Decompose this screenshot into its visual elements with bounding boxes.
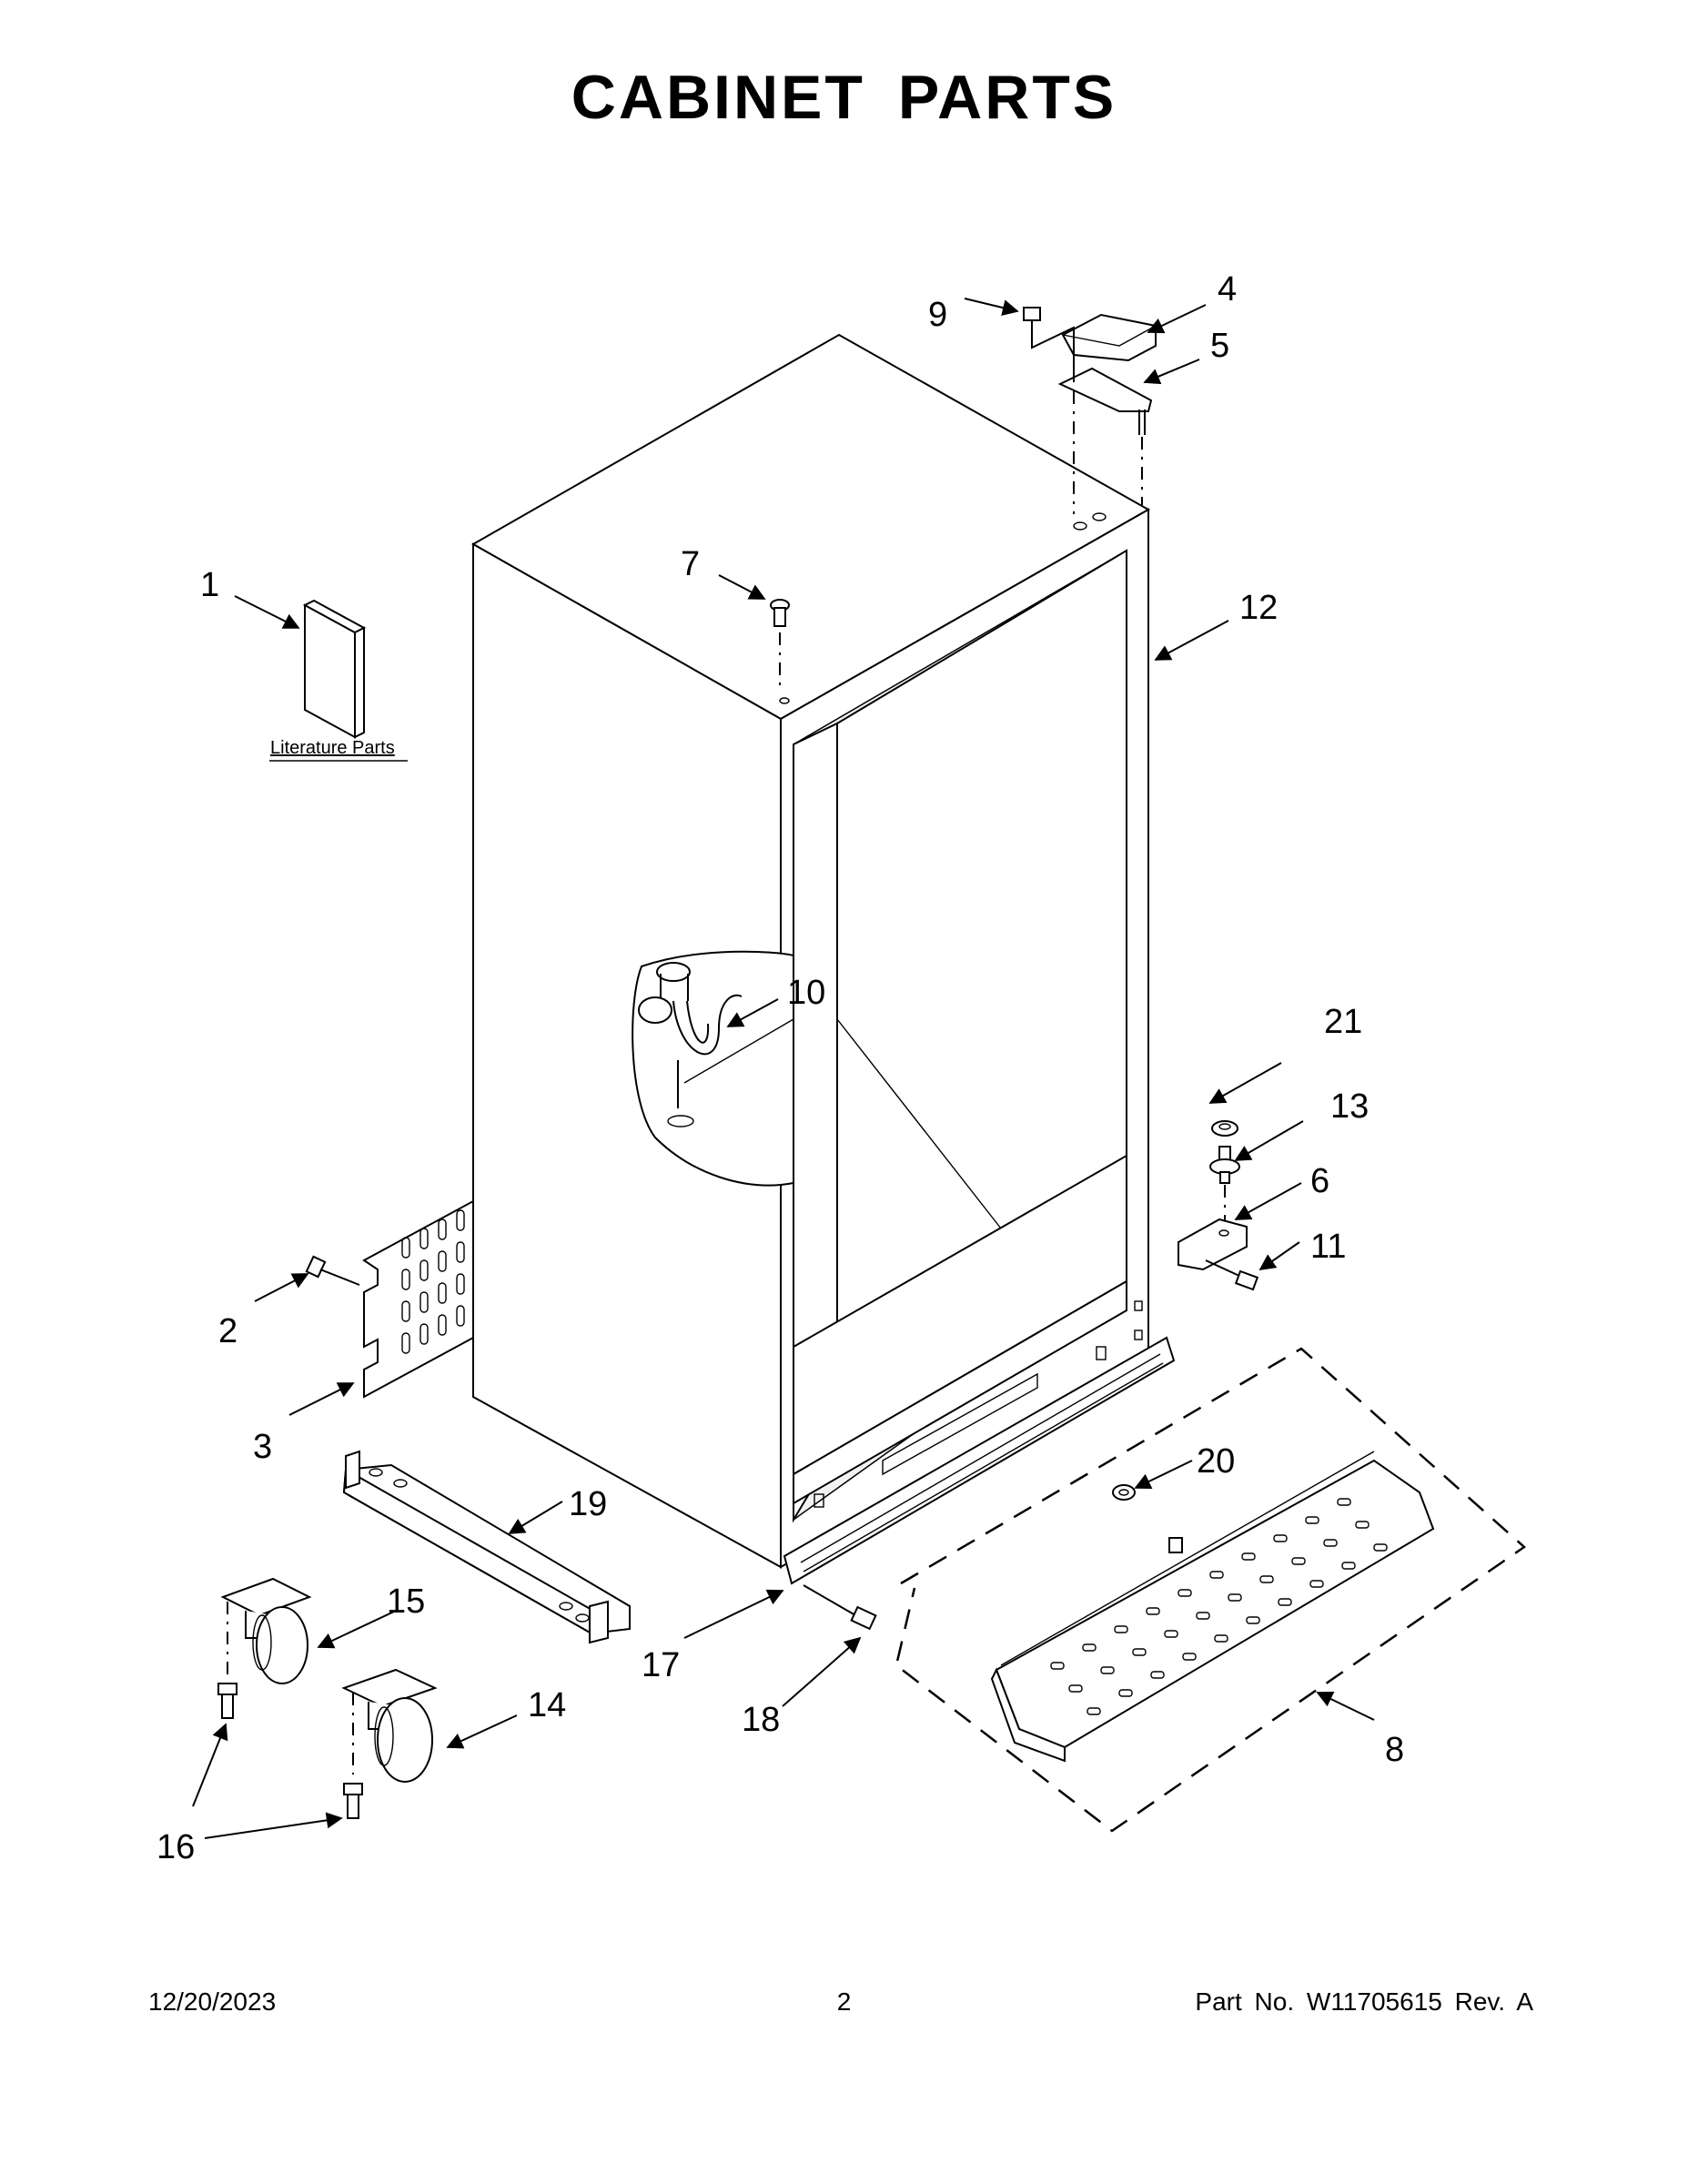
front-caster	[220, 1577, 312, 1684]
base-rail	[342, 1450, 631, 1644]
top-hinge-cover	[1061, 313, 1157, 362]
callout-13: 13	[1330, 1087, 1369, 1126]
rear-vent-grille	[362, 1199, 474, 1399]
rear-grille-screw	[305, 1255, 360, 1286]
hinge-bushing	[1211, 1120, 1238, 1137]
callout-3: 3	[253, 1428, 272, 1466]
callout-11: 11	[1310, 1228, 1346, 1266]
hinge-pin	[1209, 1146, 1240, 1224]
callout-1: 1	[200, 566, 219, 604]
callout-18: 18	[742, 1701, 780, 1739]
front-grille-screw	[803, 1584, 877, 1631]
cabinet-body	[470, 333, 1151, 1569]
bottom-hinge-bracket	[1178, 1218, 1248, 1271]
caster-screw-front	[217, 1683, 238, 1719]
toe-grille	[990, 1451, 1435, 1763]
callout-4: 4	[1218, 270, 1237, 308]
callout-9: 9	[928, 296, 947, 334]
plug-button	[770, 599, 790, 692]
callout-8: 8	[1385, 1731, 1404, 1769]
footer-part-number: Part No. W11705615 Rev. A	[1195, 1987, 1533, 2016]
callout-10: 10	[787, 974, 825, 1012]
callout-20: 20	[1197, 1442, 1235, 1481]
callout-12: 12	[1239, 589, 1278, 627]
callout-14: 14	[528, 1686, 566, 1724]
footer-date: 12/20/2023	[148, 1987, 277, 2016]
callout-16: 16	[157, 1828, 195, 1866]
callout-17: 17	[642, 1646, 680, 1684]
callout-2: 2	[218, 1312, 238, 1350]
callout-15: 15	[387, 1582, 425, 1621]
drain-tube	[638, 962, 743, 1108]
literature-parts-label: Literature Parts	[270, 738, 395, 758]
callout-5: 5	[1210, 327, 1229, 365]
bottom-hinge-screw	[1205, 1259, 1259, 1291]
caster-screw-rear	[343, 1783, 363, 1819]
rear-caster	[341, 1668, 438, 1783]
hinge-screw	[1023, 307, 1075, 382]
toe-grille-assembly-outline	[895, 1347, 1527, 1833]
page-title: CABINET PARTS	[571, 63, 1117, 132]
leader-arrows	[192, 298, 1375, 1839]
toe-grille-grommet	[1112, 1484, 1136, 1501]
literature-parts	[269, 599, 408, 762]
callout-7: 7	[681, 545, 700, 583]
callout-19: 19	[569, 1485, 607, 1523]
callout-21: 21	[1324, 1003, 1362, 1041]
top-hinge	[1057, 367, 1153, 435]
front-grille	[783, 1336, 1176, 1585]
footer-page-number: 2	[836, 1987, 852, 2016]
callout-6: 6	[1310, 1162, 1329, 1200]
drain-cutaway	[632, 950, 794, 1187]
